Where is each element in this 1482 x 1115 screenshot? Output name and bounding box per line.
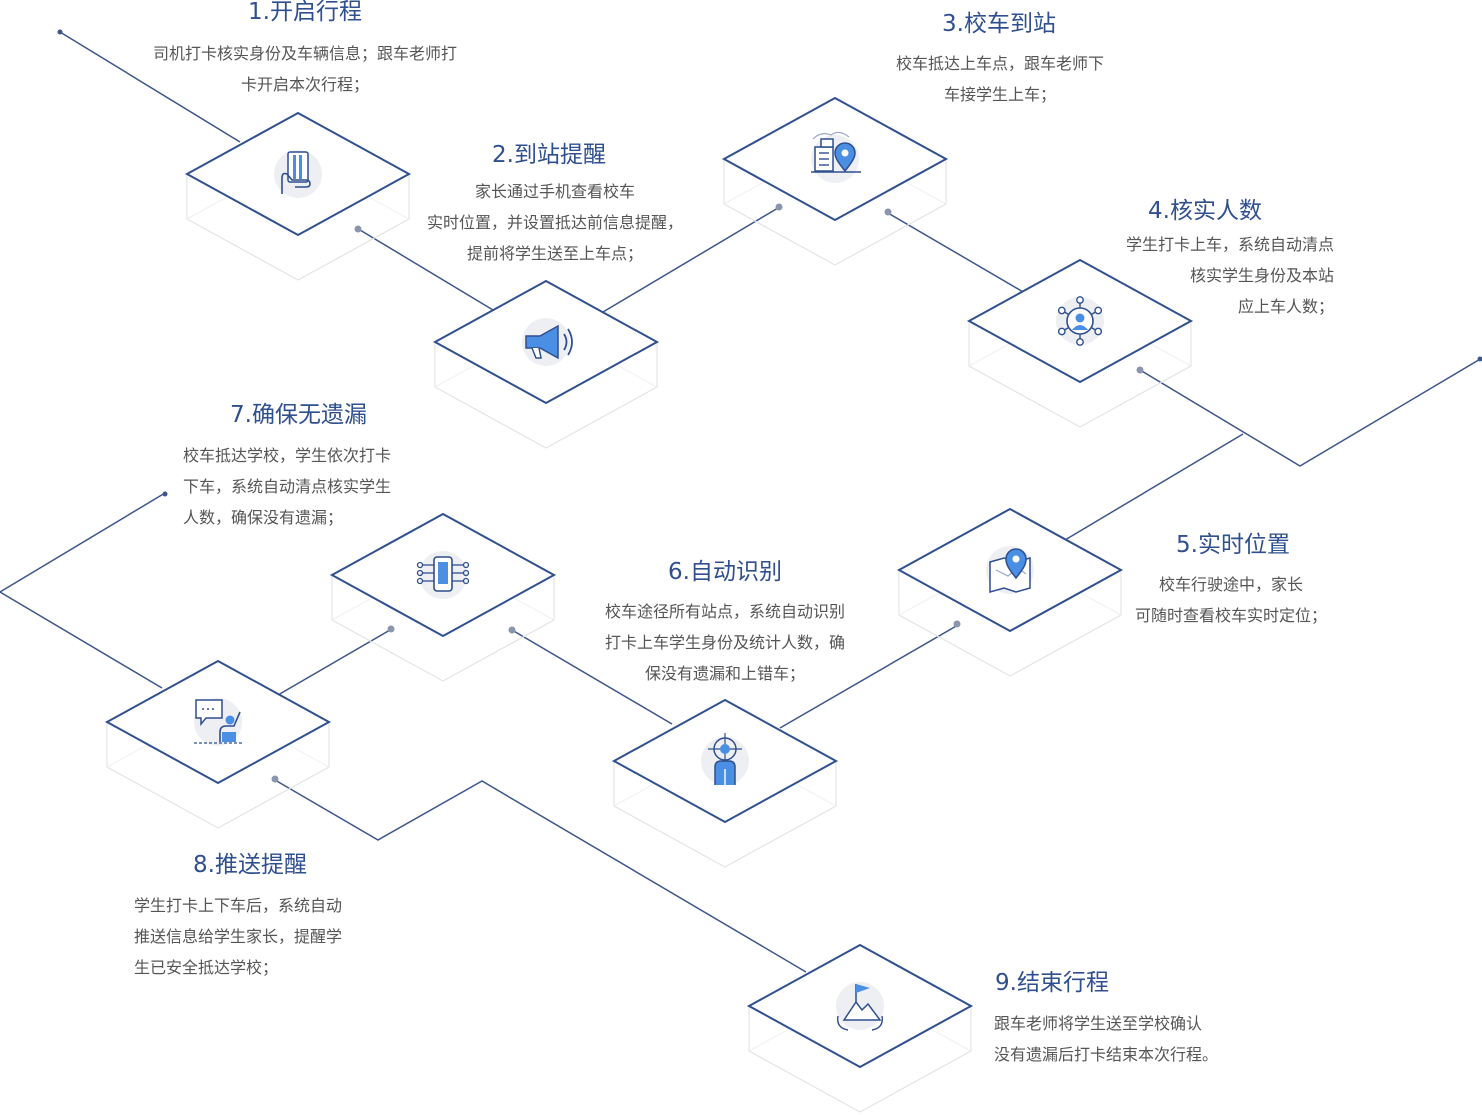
step-5-platform — [896, 507, 1124, 677]
step-7-desc-line: 下车，系统自动清点核实学生 — [183, 477, 392, 496]
step-7-desc: 校车抵达学校，学生依次打卡 下车，系统自动清点核实学生 人数，确保没有遗漏； — [183, 440, 443, 533]
connector-dot — [953, 620, 961, 628]
step-6-desc-line: 保没有遗漏和上错车； — [644, 664, 805, 683]
connector-dot — [1136, 366, 1144, 374]
connector-6-7 — [511, 629, 673, 725]
platform-side — [968, 321, 1192, 428]
step-9-desc: 跟车老师将学生送至学校确认 没有遗漏后打卡结束本次行程。 — [994, 1008, 1264, 1070]
step-8-title: 8.推送提醒 — [193, 852, 307, 878]
step-1-title: 1.开启行程 — [248, 0, 362, 25]
step-6-title: 6.自动识别 — [668, 559, 782, 585]
platform-side — [723, 159, 947, 266]
step-7-desc-line: 校车抵达学校，学生依次打卡 — [183, 446, 392, 465]
connector-7-left — [0, 492, 166, 689]
step-4-desc-line: 核实学生身份及本站 — [1189, 266, 1334, 285]
step-2-desc-line: 家长通过手机查看校车 — [474, 182, 635, 201]
step-6-platform — [611, 698, 839, 868]
connector-8-9 — [274, 779, 807, 973]
step-6-desc: 校车途径所有站点，系统自动识别 打卡上车学生身份及统计人数，确 保没有遗漏和上错… — [575, 596, 875, 689]
megaphone-icon — [522, 318, 573, 366]
step-5-desc-line: 校车行驶途中，家长 — [1158, 575, 1303, 594]
step-8-desc: 学生打卡上下车后，系统自动 推送信息给学生家长，提醒学 生已安全抵达学校； — [134, 890, 394, 983]
connector-dot — [508, 626, 516, 634]
connector-1-2 — [359, 229, 494, 311]
step-4-title: 4.核实人数 — [1148, 198, 1262, 224]
building-location-icon — [811, 131, 861, 183]
step-4-desc-line: 学生打卡上车，系统自动清点 — [1125, 235, 1334, 254]
chat-person-icon — [194, 698, 244, 746]
step-1-desc-line: 司机打卡核实身份及车辆信息；跟车老师打 — [152, 44, 457, 63]
connector-2-3 — [602, 207, 779, 313]
step-5-title: 5.实时位置 — [1176, 532, 1290, 558]
connector-lines — [0, 29, 1482, 973]
step-3-platform — [721, 96, 949, 266]
platform-side — [186, 174, 410, 281]
step-2-platform — [432, 279, 660, 449]
platform-side — [898, 570, 1122, 677]
connector-dot — [162, 491, 168, 497]
step-2-title: 2.到站提醒 — [492, 142, 606, 168]
step-6-desc-line: 打卡上车学生身份及统计人数，确 — [604, 633, 845, 652]
step-5-desc-line: 可随时查看校车实时定位； — [1134, 606, 1327, 625]
platform-side — [106, 722, 330, 829]
map-location-icon — [986, 546, 1034, 594]
step-7-desc-line: 人数，确保没有遗漏； — [183, 508, 344, 527]
platform-side — [331, 575, 555, 682]
step-8-desc-line: 推送信息给学生家长，提醒学 — [134, 927, 343, 946]
step-8-desc-line: 学生打卡上下车后，系统自动 — [134, 896, 343, 915]
step-3-desc-line: 车接学生上车； — [943, 85, 1056, 104]
step-9-desc-line: 跟车老师将学生送至学校确认 — [994, 1014, 1203, 1033]
step-8-desc-line: 生已安全抵达学校； — [134, 958, 279, 977]
connector-dot — [271, 775, 279, 783]
connector-dot — [884, 208, 892, 216]
step-2-desc-line: 实时位置，并设置抵达前信息提醒， — [426, 213, 683, 232]
connector-dot — [387, 625, 395, 633]
connector-5-6 — [779, 624, 959, 729]
step-7-platform — [329, 512, 557, 682]
step-3-title: 3.校车到站 — [942, 11, 1056, 37]
step-1-desc-line: 卡开启本次行程； — [240, 75, 369, 94]
person-target-icon — [701, 733, 749, 785]
mountain-flag-icon — [836, 982, 884, 1031]
step-8-platform — [104, 659, 332, 829]
step-9-title: 9.结束行程 — [995, 970, 1109, 996]
connector-entry — [59, 31, 241, 143]
id-card-hand-icon — [274, 150, 322, 198]
step-1-platform — [184, 111, 412, 281]
step-5-desc: 校车行驶途中，家长 可随时查看校车实时定位； — [1100, 569, 1362, 631]
connector-dot — [1477, 356, 1482, 362]
step-7-title: 7.确保无遗漏 — [230, 402, 367, 428]
step-6-desc-line: 校车途径所有站点，系统自动识别 — [604, 602, 845, 621]
connector-4-5 — [1139, 357, 1482, 467]
connector-3-4 — [887, 212, 1026, 294]
phone-circuit-icon — [416, 551, 470, 599]
step-4-platform — [966, 258, 1194, 428]
platform-side — [613, 761, 837, 868]
step-9-platform — [746, 943, 974, 1113]
people-network-icon — [1056, 296, 1104, 346]
connector-4-5b — [1064, 433, 1244, 541]
step-platforms — [104, 96, 1194, 1113]
step-3-desc: 校车抵达上车点，跟车老师下 车接学生上车； — [860, 48, 1140, 110]
step-1-desc: 司机打卡核实身份及车辆信息；跟车老师打 卡开启本次行程； — [120, 38, 490, 100]
connector-dot — [57, 29, 63, 35]
connector-7-8 — [277, 629, 391, 696]
platform-side — [434, 342, 658, 449]
step-4-desc-line: 应上车人数； — [1237, 297, 1334, 316]
step-2-desc-line: 提前将学生送至上车点； — [466, 244, 643, 263]
step-9-desc-line: 没有遗漏后打卡结束本次行程。 — [994, 1045, 1219, 1064]
connector-dot — [354, 225, 362, 233]
step-3-desc-line: 校车抵达上车点，跟车老师下 — [895, 54, 1104, 73]
step-4-desc: 学生打卡上车，系统自动清点 核实学生身份及本站 应上车人数； — [1060, 229, 1334, 322]
step-2-desc: 家长通过手机查看校车 实时位置，并设置抵达前信息提醒， 提前将学生送至上车点； — [395, 176, 715, 269]
connector-dot — [775, 203, 783, 211]
platform-side — [748, 1006, 972, 1113]
